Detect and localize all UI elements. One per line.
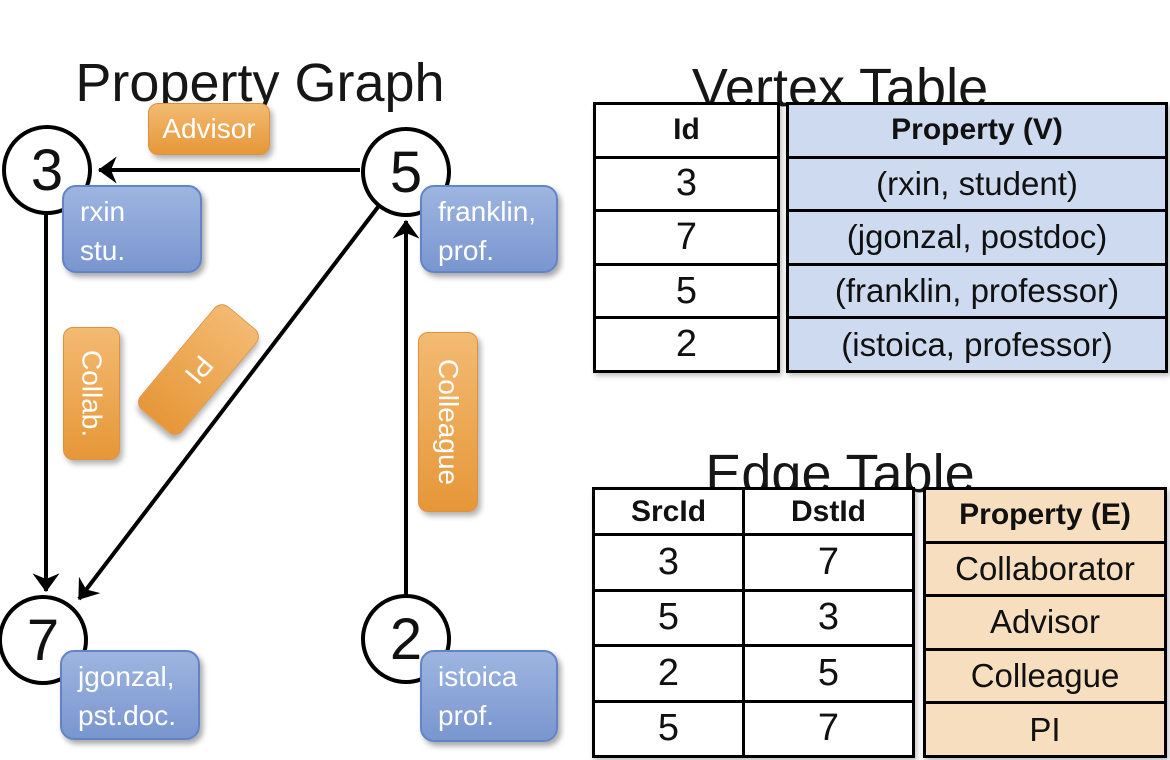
vertex-row-id: 3 (596, 155, 777, 210)
edge-row-property: Collaborator (926, 540, 1164, 595)
vertex-row-property: (franklin, professor) (789, 262, 1165, 317)
vertex-id: 7 (26, 607, 60, 673)
edge-label-collab: Collab. (63, 327, 120, 460)
edge-row-dst: 5 (742, 644, 912, 700)
vertex-prop-line: prof. (438, 700, 495, 731)
vertex-row-id: 2 (596, 316, 777, 370)
vertex-props-3: rxin stu. (62, 185, 202, 273)
edge-table-id-columns: SrcId DstId 3 7 5 3 2 5 5 7 (592, 487, 915, 758)
vertex-node-2: 2 (361, 594, 451, 684)
edge-row-dst: 3 (742, 588, 912, 645)
vertex-node-5: 5 (361, 127, 451, 217)
column-header-srcid: SrcId (630, 494, 707, 528)
vertex-prop-line: franklin, (438, 196, 537, 227)
column-header-dstid: DstId (742, 490, 912, 534)
edge-row-dst: 7 (742, 699, 912, 755)
edge-label-advisor: Advisor (148, 103, 270, 155)
column-header-property-e: Property (E) (959, 498, 1131, 532)
vertex-prop-line: jgonzal, (78, 661, 175, 692)
vertex-id: 5 (389, 139, 423, 205)
edge-row-property: Advisor (926, 594, 1164, 648)
vertex-row-id: 7 (596, 209, 777, 263)
vertex-id: 3 (30, 137, 64, 203)
vertex-prop-line: rxin (80, 196, 126, 227)
column-header-property-v: Property (V) (891, 113, 1063, 147)
edge-label-colleague: Colleague (418, 332, 478, 512)
edge-row-dst: 7 (742, 533, 912, 589)
vertex-props-2: istoica prof. (420, 650, 558, 742)
vertex-props-7: jgonzal, pst.doc. (60, 650, 200, 740)
vertex-prop-line: stu. (80, 235, 126, 266)
vertex-row-property: (jgonzal, postdoc) (789, 209, 1165, 263)
vertex-row-id: 5 (596, 262, 777, 317)
edge-row-src: 3 (595, 533, 742, 588)
vertex-prop-line: pst.doc. (78, 700, 177, 731)
graph-edges-canvas (32, 156, 420, 601)
edge-row-src: 2 (595, 644, 742, 699)
edge-row-property: Colleague (926, 647, 1164, 702)
edge-row-property: PI (926, 701, 1164, 755)
vertex-row-property: (istoica, professor) (789, 316, 1165, 370)
vertex-table-id-column: Id 3 7 5 2 (593, 102, 780, 373)
edge-pi-5-to-7 (77, 205, 380, 601)
vertex-table-property-column: Property (V) (rxin, student) (jgonzal, p… (786, 102, 1168, 373)
edge-row-src: 5 (595, 588, 742, 644)
vertex-row-property: (rxin, student) (789, 155, 1165, 210)
vertex-prop-line: prof. (438, 235, 495, 266)
vertex-prop-line: istoica (438, 661, 518, 692)
edge-row-src: 5 (595, 699, 742, 755)
column-header-id: Id (673, 113, 700, 147)
edge-table-property-column: Property (E) Collaborator Advisor Collea… (923, 487, 1167, 758)
vertex-props-5: franklin, prof. (420, 185, 558, 273)
vertex-id: 2 (389, 606, 423, 672)
